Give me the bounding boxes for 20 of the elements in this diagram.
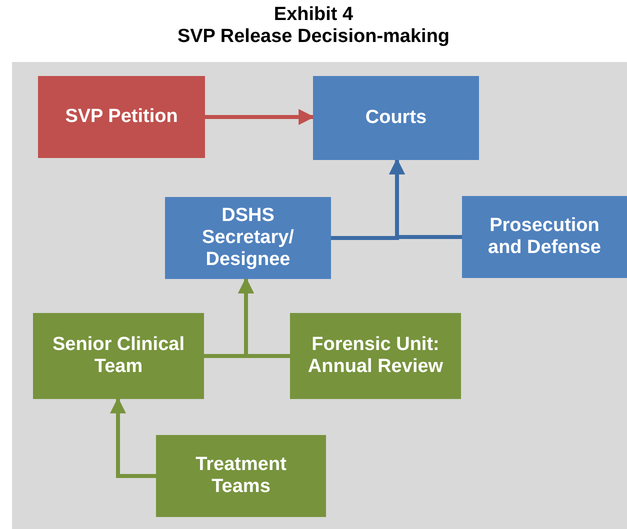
arrow (389, 158, 462, 239)
box-label: SVP Petition (65, 106, 178, 128)
box-label: DSHS Secretary/ Designee (201, 205, 295, 271)
arrow (205, 109, 315, 125)
box-label: Forensic Unit: Annual Review (306, 334, 444, 378)
arrow (110, 397, 156, 478)
process-box (462, 196, 627, 278)
process-box (313, 76, 479, 160)
process-box (156, 435, 326, 517)
process-box (33, 313, 204, 399)
process-box (38, 76, 205, 158)
arrow (238, 277, 290, 358)
box-label: Courts (365, 107, 427, 129)
process-box (165, 197, 331, 279)
box-label: Prosecution and Defense (487, 215, 602, 259)
diagram-title: Exhibit 4 (272, 4, 354, 26)
box-label: Senior Clinical Team (52, 334, 186, 378)
box-label: Treatment Teams (194, 454, 288, 498)
process-box (290, 313, 461, 399)
diagram-subtitle: SVP Release Decision-making (176, 26, 451, 48)
